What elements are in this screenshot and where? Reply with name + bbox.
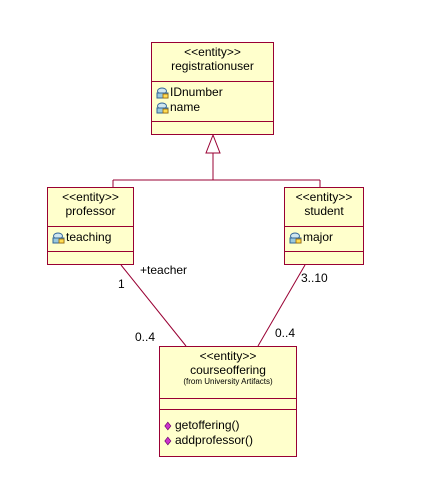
association-student-courseoffering [257, 264, 306, 347]
key-lock-icon [289, 232, 302, 243]
class-header: <<entity>> professor [48, 188, 133, 226]
attribute-compartment: major [285, 226, 363, 251]
diamond-icon [164, 436, 172, 445]
association-professor-courseoffering [120, 264, 187, 347]
multiplicity-course-professor-end: 0..4 [135, 330, 156, 344]
operation-compartment [48, 251, 133, 266]
attribute-name[interactable]: name [152, 100, 273, 115]
class-student[interactable]: <<entity>> student major [284, 187, 364, 265]
class-header: <<entity>> student [285, 188, 363, 226]
attribute-label: name [170, 100, 201, 114]
multiplicity-course-student-end: 0..4 [275, 326, 296, 340]
key-lock-icon [52, 232, 65, 243]
stereotype: <<entity>> [184, 45, 241, 59]
attribute-major[interactable]: major [285, 230, 363, 245]
role-label-teacher: +teacher [140, 263, 188, 277]
class-origin: (from University Artifacts) [183, 377, 273, 386]
attribute-compartment: IDnumber name [152, 81, 273, 121]
diamond-icon [164, 421, 172, 430]
class-name: registrationuser [171, 59, 254, 73]
attribute-label: teaching [66, 230, 112, 244]
operation-compartment [152, 121, 273, 136]
class-name: student [304, 204, 344, 218]
operation-getoffering[interactable]: getoffering() [160, 418, 296, 433]
attribute-compartment: teaching [48, 226, 133, 251]
operation-label: addprofessor() [175, 433, 254, 447]
attribute-teaching[interactable]: teaching [48, 230, 133, 245]
generalization-arrowhead [205, 133, 221, 154]
key-lock-icon [156, 102, 169, 113]
attribute-compartment [160, 398, 296, 409]
stereotype: <<entity>> [62, 190, 119, 204]
operation-compartment: getoffering() addprofessor() [160, 409, 296, 458]
attribute-idnumber[interactable]: IDnumber [152, 85, 273, 100]
class-name: professor [65, 204, 116, 218]
multiplicity-professor: 1 [118, 277, 125, 291]
class-name: courseoffering [190, 363, 266, 377]
stereotype: <<entity>> [199, 349, 257, 363]
operation-addprofessor[interactable]: addprofessor() [160, 433, 296, 448]
class-header: <<entity>> registrationuser [152, 43, 273, 81]
attribute-label: IDnumber [170, 85, 223, 99]
class-professor[interactable]: <<entity>> professor teaching [47, 187, 134, 265]
class-header: <<entity>> courseoffering (from Universi… [160, 347, 296, 398]
operation-compartment [285, 251, 363, 266]
key-lock-icon [156, 87, 169, 98]
operation-label: getoffering() [175, 418, 240, 432]
attribute-label: major [303, 230, 334, 244]
multiplicity-student: 3..10 [301, 271, 328, 285]
stereotype: <<entity>> [295, 190, 353, 204]
class-registrationuser[interactable]: <<entity>> registrationuser IDnumber nam… [151, 42, 274, 135]
class-courseoffering[interactable]: <<entity>> courseoffering (from Universi… [159, 346, 297, 457]
